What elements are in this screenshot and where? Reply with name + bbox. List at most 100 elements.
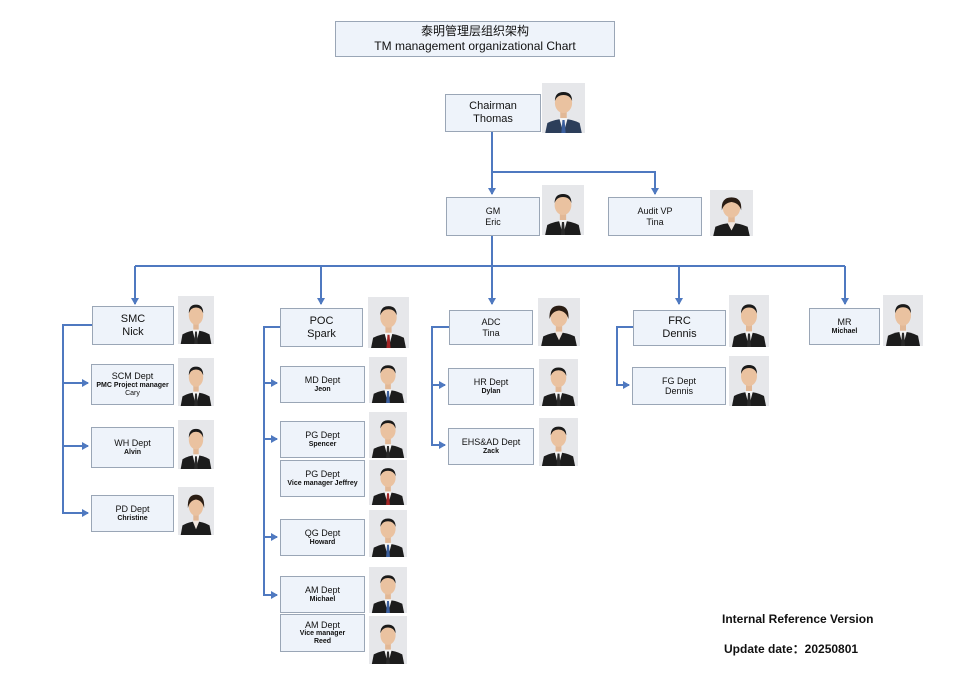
node-name: Eric: [485, 216, 501, 227]
node-role: AM Dept: [304, 619, 340, 630]
node-chairman: Chairman Thomas: [445, 94, 541, 132]
node-fg: FG Dept Dennis: [632, 367, 726, 405]
footer-version: Internal Reference Version: [722, 612, 874, 626]
portrait-silhouette: [178, 420, 214, 469]
node-name: Vice manager Jeffrey: [287, 479, 358, 487]
node-pd: PD Dept Christine: [91, 495, 174, 532]
node-role: EHS&AD Dept: [461, 437, 521, 448]
connector-poc-bus: [263, 326, 280, 599]
portrait-silhouette: [729, 295, 769, 347]
portrait-silhouette: [369, 357, 407, 403]
node-role: Audit VP: [637, 206, 673, 217]
portrait-poc: [368, 297, 409, 348]
portrait-pd: [178, 487, 214, 535]
node-role: PG Dept: [305, 469, 340, 480]
portrait-silhouette: [369, 567, 407, 613]
connector-chairman-audit: [492, 171, 659, 195]
portrait-silhouette: [178, 296, 214, 344]
footer-update-date: Update date：20250801: [724, 642, 859, 656]
portrait-frc: [729, 295, 769, 347]
portrait-silhouette: [369, 412, 407, 458]
node-mr: MR Michael: [809, 308, 880, 345]
portrait-silhouette: [178, 358, 214, 406]
node-role: HR Dept: [473, 377, 509, 388]
node-name: Thomas: [473, 113, 513, 125]
node-name: Tina: [646, 216, 664, 227]
node-wh: WH Dept Alvin: [91, 427, 174, 468]
node-name: Howard: [309, 538, 336, 546]
portrait-silhouette: [883, 295, 923, 346]
node-audit: Audit VP Tina: [608, 197, 702, 236]
node-role: QG Dept: [304, 528, 341, 539]
portrait-md: [369, 357, 407, 403]
node-pg-jeffrey: PG Dept Vice manager Jeffrey: [280, 460, 365, 497]
portrait-hr: [539, 359, 578, 406]
node-hr: HR Dept Dylan: [448, 368, 534, 405]
node-ehs: EHS&AD Dept Zack: [448, 428, 534, 465]
portrait-pg-jeffrey: [369, 460, 407, 505]
portrait-silhouette: [729, 356, 769, 406]
portrait-gm: [542, 185, 584, 235]
node-role: AM Dept: [304, 585, 340, 596]
connector-frc-fg: [616, 326, 633, 389]
node-role: FG Dept: [661, 375, 696, 386]
portrait-ehs: [539, 418, 578, 466]
node-role: PD Dept: [115, 504, 150, 515]
node-name: Jeon: [314, 385, 331, 393]
node-name: Spencer: [308, 440, 337, 448]
portrait-smc: [178, 296, 214, 344]
portrait-scm: [178, 358, 214, 406]
node-role: PG Dept: [305, 430, 340, 441]
portrait-silhouette: [539, 418, 578, 466]
node-smc: SMC Nick: [92, 306, 174, 345]
node-am-michael: AM Dept Michael: [280, 576, 365, 613]
node-name: Michael: [831, 327, 858, 335]
node-name: Nick: [122, 325, 144, 338]
node-scm: SCM Dept PMC Project manager Cary: [91, 364, 174, 405]
portrait-silhouette: [369, 510, 407, 557]
node-poc: POC Spark: [280, 308, 363, 347]
node-role: POC: [309, 314, 334, 327]
node-qg: QG Dept Howard: [280, 519, 365, 556]
node-role: MD Dept: [304, 375, 341, 386]
node-name: Spark: [307, 327, 336, 340]
portrait-qg: [369, 510, 407, 557]
chart-title-box: 泰明管理层组织架构 TM management organizational C…: [335, 21, 615, 57]
portrait-pg-spencer: [369, 412, 407, 458]
connector-smc-bus: [62, 324, 92, 517]
portrait-wh: [178, 420, 214, 469]
node-role: SCM Dept: [111, 371, 154, 382]
chart-title-chinese: 泰明管理层组织架构: [420, 24, 529, 38]
portrait-silhouette: [542, 83, 585, 133]
portrait-silhouette: [368, 297, 409, 348]
portrait-silhouette: [369, 460, 407, 505]
portrait-chairman: [542, 83, 585, 133]
portrait-silhouette: [538, 298, 580, 346]
node-name: Zack: [483, 447, 499, 455]
node-role: WH Dept: [114, 438, 151, 449]
node-md: MD Dept Jeon: [280, 366, 365, 403]
node-frc: FRC Dennis: [633, 310, 726, 346]
node-name: Cary: [125, 389, 140, 397]
portrait-silhouette: [369, 616, 407, 664]
node-adc: ADC Tina: [449, 310, 533, 345]
portrait-mr: [883, 295, 923, 346]
node-name: Reed: [313, 638, 332, 646]
node-subtitle: PMC Project manager: [96, 381, 169, 389]
portrait-silhouette: [542, 185, 584, 235]
node-subtitle: Vice manager: [299, 630, 346, 638]
node-role: GM: [485, 206, 501, 217]
node-name: Dennis: [664, 386, 693, 396]
node-name: Dennis: [662, 328, 697, 340]
node-name: Dylan: [481, 387, 501, 395]
chart-title-english: TM management organizational Chart: [374, 39, 576, 53]
portrait-am-reed: [369, 616, 407, 664]
node-gm: GM Eric: [446, 197, 540, 236]
portrait-silhouette: [539, 359, 578, 406]
portrait-adc: [538, 298, 580, 346]
portrait-silhouette: [710, 190, 753, 236]
node-role: Chairman: [469, 100, 517, 113]
portrait-fg: [729, 356, 769, 406]
node-name: Tina: [482, 327, 500, 338]
